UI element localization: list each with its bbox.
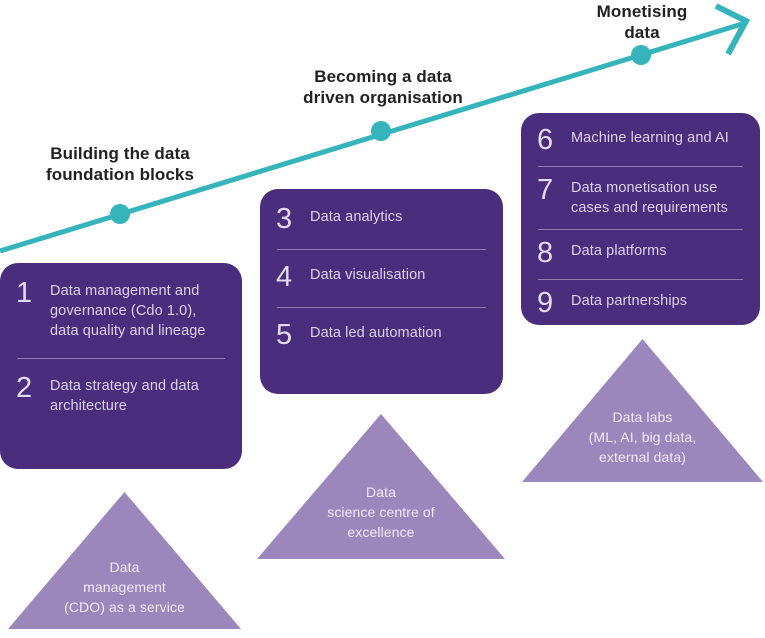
divider xyxy=(538,229,743,230)
triangle-data-labs: Data labs (ML, AI, big data, external da… xyxy=(522,339,763,482)
divider xyxy=(17,358,225,359)
item-text: Data platforms xyxy=(571,243,667,259)
list-item: 6 Machine learning and AI xyxy=(537,124,744,156)
stage-label-foundation: Building the data foundation blocks xyxy=(45,144,195,184)
triangle-label: Data science centre of excellence xyxy=(327,484,435,541)
divider xyxy=(538,166,743,167)
list-item: 2 Data strategy and data architecture xyxy=(16,372,226,416)
divider xyxy=(277,249,486,250)
divider xyxy=(538,279,743,280)
item-number: 1 xyxy=(16,277,33,309)
stage-label-monetising: Monetising data xyxy=(596,2,688,42)
stage-label-data-driven: Becoming a data driven organisation xyxy=(303,67,463,107)
list-item: 8 Data platforms xyxy=(537,237,744,269)
item-text: Data visualisation xyxy=(310,267,426,283)
stage-box-data-driven: 3 Data analytics 4 Data visualisation 5 … xyxy=(260,189,503,394)
milestone-dot-1 xyxy=(110,204,130,224)
item-number: 8 xyxy=(537,237,554,269)
triangle-label: Data management (CDO) as a service xyxy=(64,559,185,616)
item-text: Data analytics xyxy=(310,209,403,225)
list-item: 7 Data monetisation use cases and requir… xyxy=(537,174,744,218)
item-number: 4 xyxy=(276,261,293,293)
item-number: 6 xyxy=(537,124,554,156)
list-item: 5 Data led automation xyxy=(276,319,487,351)
triangle-data-science-coe: Data science centre of excellence xyxy=(257,414,505,559)
divider xyxy=(277,307,486,308)
item-text: Data strategy and data architecture xyxy=(50,378,199,414)
stage-box-monetising: 6 Machine learning and AI 7 Data monetis… xyxy=(521,113,760,325)
item-number: 5 xyxy=(276,319,293,351)
milestone-dot-3 xyxy=(631,45,651,65)
list-item: 9 Data partnerships xyxy=(537,287,744,319)
stage-box-foundation: 1 Data management and governance (Cdo 1.… xyxy=(0,263,242,469)
triangle-label: Data labs (ML, AI, big data, external da… xyxy=(588,409,697,466)
item-text: Machine learning and AI xyxy=(571,130,729,146)
list-item: 4 Data visualisation xyxy=(276,261,487,293)
item-text: Data partnerships xyxy=(571,293,688,309)
item-number: 3 xyxy=(276,203,293,235)
item-text: Data management and governance (Cdo 1.0)… xyxy=(50,283,206,339)
triangle-cdo-as-a-service: Data management (CDO) as a service xyxy=(8,492,241,629)
item-text: Data monetisation use cases and requirem… xyxy=(571,180,728,216)
item-number: 9 xyxy=(537,287,554,319)
list-item: 3 Data analytics xyxy=(276,203,487,235)
item-text: Data led automation xyxy=(310,325,442,341)
list-item: 1 Data management and governance (Cdo 1.… xyxy=(16,277,226,341)
milestone-dot-2 xyxy=(371,121,391,141)
item-number: 2 xyxy=(16,372,33,404)
item-number: 7 xyxy=(537,174,554,206)
